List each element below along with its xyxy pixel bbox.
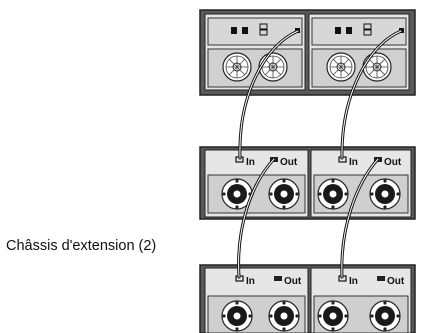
cables (237, 29, 403, 279)
cable-2-highlight (341, 30, 402, 159)
expansion-enclosures-caption: Châssis d'extension (2) (6, 238, 157, 254)
port-out-label: Out (284, 276, 302, 287)
cable-4-highlight (341, 158, 379, 278)
port-out-label: Out (387, 276, 405, 287)
port-in-label: In (349, 157, 358, 168)
cable-1-highlight (239, 30, 299, 159)
controller-enclosure (199, 9, 416, 96)
cable-3-highlight (238, 158, 275, 278)
port-out-label: Out (280, 157, 298, 168)
expansion-enclosure-1: In Out In Out (199, 146, 416, 220)
port-in-label: In (246, 276, 255, 287)
port-out-label: Out (384, 157, 402, 168)
expansion-enclosure-2: In Out In Out (199, 264, 416, 333)
port-in-label: In (349, 276, 358, 287)
port-in-label: In (246, 157, 255, 168)
